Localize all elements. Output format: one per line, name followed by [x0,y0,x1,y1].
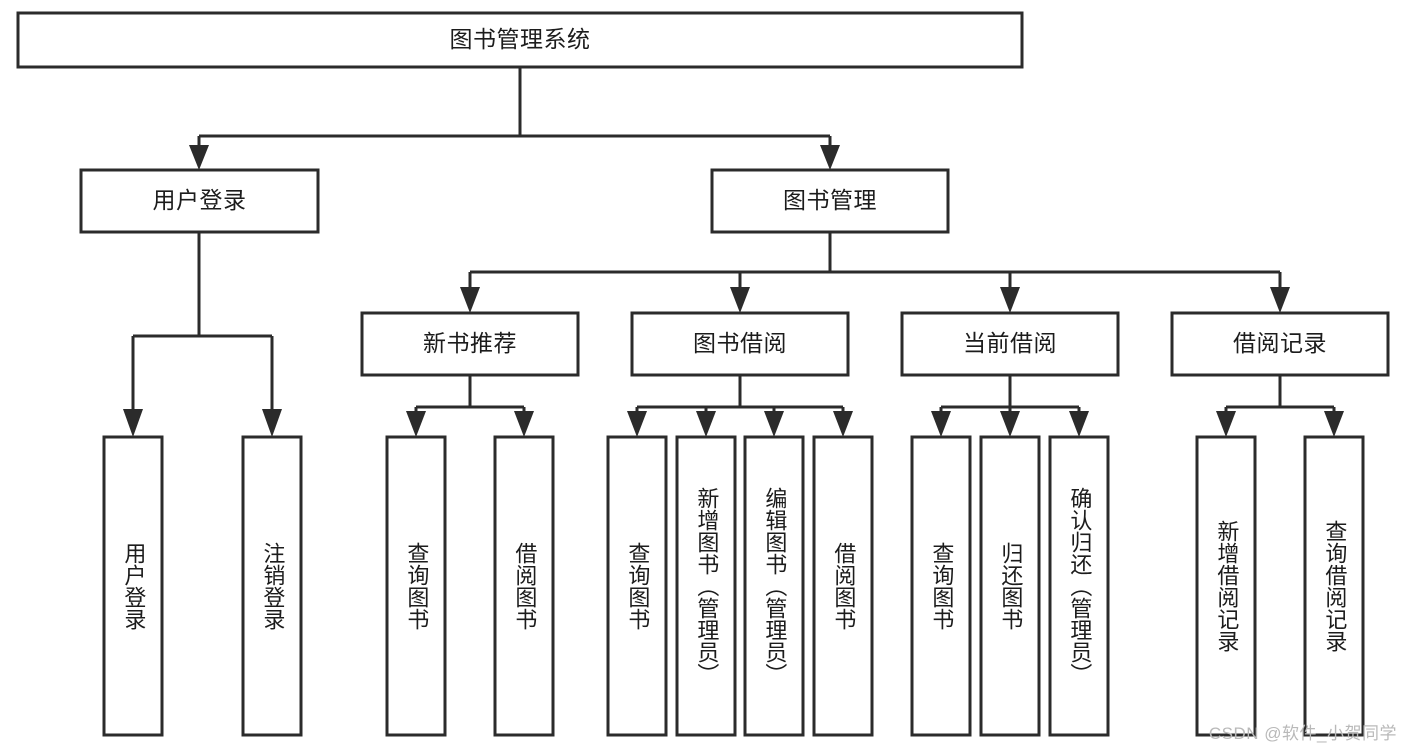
arrow-leaf-add-record [1216,411,1236,437]
arrow-leaf-query-book-3 [931,411,951,437]
node-box-leaf-user-logout[interactable] [241,435,303,737]
node-box-user-login[interactable] [79,168,320,234]
arrow-leaf-query-book-2 [627,411,647,437]
node-box-leaf-return-book[interactable] [979,435,1041,737]
arrow-borrow-record [1270,287,1290,313]
arrow-user-login [189,145,209,170]
node-box-leaf-borrow-book-2[interactable] [812,435,874,737]
edges-borrow-record-to-leaves [1216,375,1344,437]
edges-book-borrow-to-leaves [627,375,853,437]
node-box-leaf-query-record[interactable] [1303,435,1365,737]
arrow-leaf-return-book [1000,411,1020,437]
edges-book-management-to-level3 [460,232,1290,313]
arrow-leaf-borrow-book-2 [833,411,853,437]
node-box-leaf-query-book-3[interactable] [910,435,972,737]
arrow-book-borrow [730,287,750,313]
node-box-leaf-query-book-2[interactable] [606,435,668,737]
arrow-leaf-edit-book [764,411,784,437]
arrow-leaf-add-book [696,411,716,437]
arrow-leaf-query-record [1324,411,1344,437]
node-box-borrow-record[interactable] [1170,311,1390,377]
arrow-leaf-user-logout [262,409,282,437]
node-box-new-book-recommend[interactable] [360,311,580,377]
node-box-leaf-add-book[interactable] [675,435,737,737]
node-box-leaf-query-book-1[interactable] [385,435,447,737]
arrow-current-borrow [1000,287,1020,313]
arrow-new-book-recommend [460,287,480,313]
node-box-current-borrow[interactable] [900,311,1120,377]
node-box-leaf-add-record[interactable] [1195,435,1257,737]
edges-user-login-to-leaves [123,232,282,437]
csdn-watermark: CSDN @软件_小贺同学 [1208,724,1397,743]
node-box-leaf-borrow-book-1[interactable] [493,435,555,737]
node-box-book-borrow[interactable] [630,311,850,377]
arrow-leaf-confirm-return [1069,411,1089,437]
edges-root-to-level2 [189,67,840,170]
arrow-leaf-borrow-book-1 [514,411,534,437]
node-box-root[interactable] [16,11,1024,69]
node-box-book-management[interactable] [710,168,950,234]
arrow-leaf-user-login [123,409,143,437]
edges-current-borrow-to-leaves [931,375,1089,437]
arrow-leaf-query-book-1 [406,411,426,437]
node-box-leaf-user-login[interactable] [102,435,164,737]
node-box-leaf-edit-book[interactable] [743,435,805,737]
arrow-book-management [820,145,840,170]
node-box-leaf-confirm-return[interactable] [1048,435,1110,737]
edges-new-book-recommend-to-leaves [406,375,534,437]
